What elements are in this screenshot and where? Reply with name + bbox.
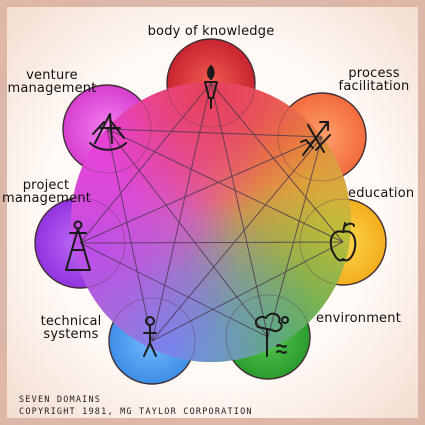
label-project-management: project management <box>2 178 92 206</box>
central-color-wheel <box>71 82 351 362</box>
label-education: education <box>348 186 415 201</box>
pyramid-figure-icon <box>65 220 91 271</box>
label-process-facilitation: process facilitation <box>336 67 412 93</box>
label-environment: environment <box>316 311 401 326</box>
label-technical-systems-line1: technical <box>40 314 102 329</box>
label-process-facilitation-line1: process <box>348 66 400 81</box>
flame-torch-icon <box>204 65 218 109</box>
label-project-management-line1: project <box>22 178 70 193</box>
label-venture-management-line2: management <box>7 81 97 96</box>
label-body-of-knowledge: body of knowledge <box>147 24 275 39</box>
label-venture-management-line1: venture <box>26 68 78 83</box>
tree-sun-water-icon <box>254 312 289 357</box>
stick-figure-icon <box>143 316 157 357</box>
label-venture-management: venture management <box>4 69 100 95</box>
heptagram-star <box>79 82 344 342</box>
apple-icon <box>329 222 357 262</box>
caption-title: SEVEN DOMAINS <box>19 395 102 405</box>
ship-icon <box>89 113 127 151</box>
label-technical-systems-line2: systems <box>43 327 99 342</box>
label-process-facilitation-line2: facilitation <box>338 79 410 94</box>
label-technical-systems: technical systems <box>36 315 106 341</box>
crossed-arrows-icon <box>300 121 331 156</box>
caption-copyright: COPYRIGHT 1981, MG TAYLOR CORPORATION <box>19 407 253 417</box>
label-project-management-line2: management <box>2 191 92 206</box>
